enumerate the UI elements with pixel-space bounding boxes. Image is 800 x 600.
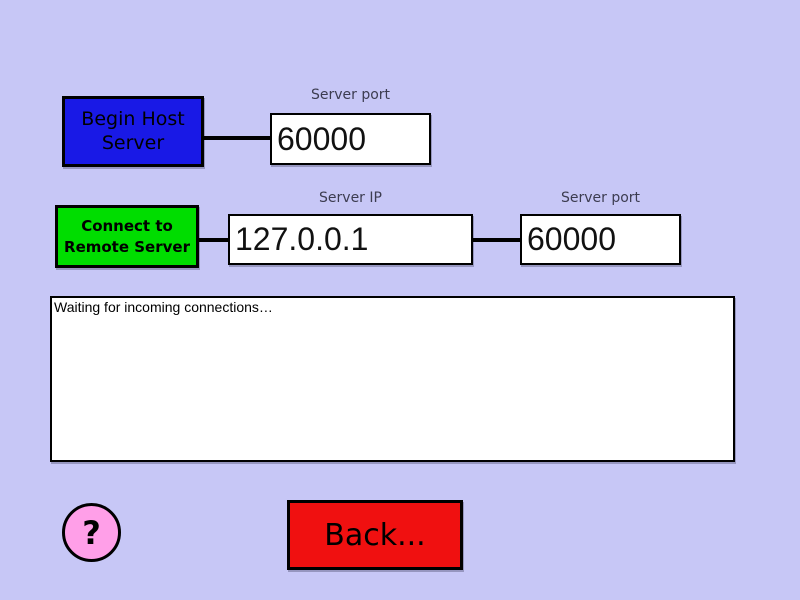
begin-host-server-button[interactable]: Begin Host Server: [62, 96, 204, 167]
server-ip-input[interactable]: [228, 214, 473, 265]
server-ip-label: Server IP: [319, 190, 382, 206]
host-port-connector-line: [203, 136, 272, 140]
back-button[interactable]: Back...: [287, 500, 463, 570]
connection-status-text: Waiting for incoming connections…: [54, 299, 273, 315]
connect-remote-server-button[interactable]: Connect to Remote Server: [55, 205, 199, 268]
connect-ip-connector-line: [199, 238, 228, 242]
host-server-port-label: Server port: [310, 87, 391, 103]
remote-server-port-input[interactable]: [520, 214, 681, 265]
host-server-port-input[interactable]: [270, 113, 431, 165]
ip-port-connector-line: [473, 238, 520, 242]
connection-log-box: Waiting for incoming connections…: [50, 296, 735, 462]
help-button[interactable]: ?: [62, 503, 121, 562]
remote-server-port-label: Server port: [560, 190, 641, 206]
